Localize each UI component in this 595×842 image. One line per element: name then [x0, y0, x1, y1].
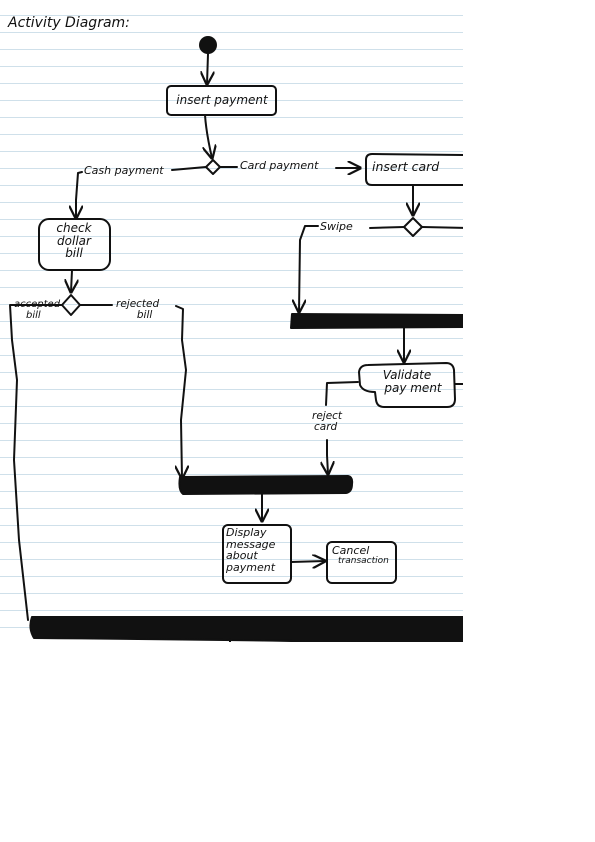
validate-payment-text: Validate pay ment — [382, 368, 442, 395]
check-dollar-bill-action — [38, 218, 111, 271]
insert-payment-action — [166, 85, 277, 116]
accepted-bill-label: accepted bill — [14, 299, 61, 321]
reject-card-label: reject card — [312, 410, 343, 434]
card-payment-label: Card payment — [240, 159, 319, 172]
edge-display-to-cancel — [290, 561, 325, 562]
validate-payment-action — [358, 362, 456, 408]
insert-card-text: insert card — [372, 159, 440, 174]
edge-decision2-right — [421, 226, 463, 229]
swipe-label: Swipe — [320, 220, 353, 233]
cancel-transaction-text: Cancel transaction — [332, 545, 389, 566]
edge-reject-card — [326, 381, 359, 474]
initial-node — [199, 36, 217, 54]
cancel-transaction-action — [326, 541, 397, 584]
edge-cash-payment — [76, 166, 207, 218]
final-join-bar — [29, 616, 463, 642]
edge-rejected-bill — [79, 304, 186, 478]
insert-card-action — [365, 153, 463, 186]
insert-payment-text: insert payment — [176, 93, 268, 107]
rejected-bill-label: rejected bill — [116, 298, 160, 322]
activity-diagram — [9, 36, 463, 642]
join-bar-card — [290, 313, 463, 329]
join-bar-payment — [178, 475, 354, 495]
edge-check-bill-to-decision — [71, 269, 72, 292]
display-message-text: Display message about payment — [226, 526, 276, 574]
edge-card-payment — [219, 167, 360, 168]
edge-accepted-bill — [9, 304, 63, 621]
display-message-action — [222, 524, 292, 584]
cash-payment-label: Cash payment — [84, 164, 164, 177]
bill-decision — [61, 294, 81, 316]
payment-type-decision — [205, 159, 221, 175]
edge-swipe — [299, 225, 405, 312]
card-method-decision — [403, 217, 423, 237]
edge-start-to-insert-payment — [207, 53, 208, 84]
edge-insert-payment-to-decision — [205, 114, 212, 158]
notebook-paper: Activity Diagram: insert payment insert … — [0, 0, 463, 642]
diagram-title: Activity Diagram: — [8, 15, 130, 31]
check-dollar-bill-text: check dollar bill — [56, 221, 92, 261]
